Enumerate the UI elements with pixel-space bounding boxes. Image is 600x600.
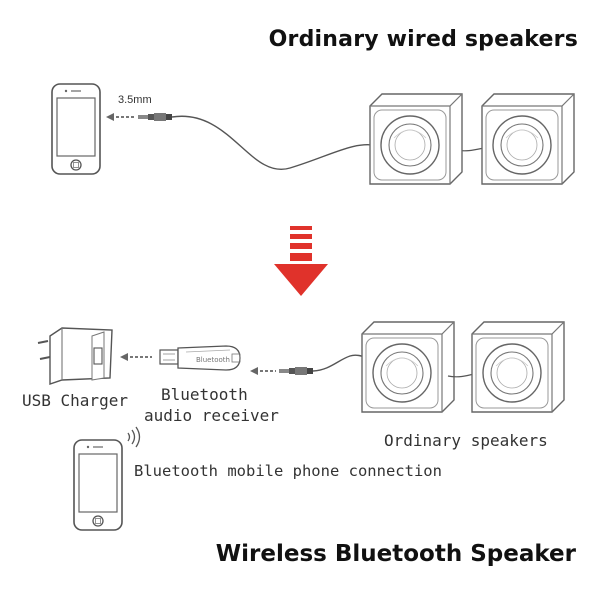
svg-text:Bluetooth: Bluetooth bbox=[196, 356, 230, 364]
jack-size-label: 3.5mm bbox=[118, 94, 152, 106]
bottom-phone-icon bbox=[73, 439, 123, 531]
top-left-speaker-icon bbox=[369, 93, 463, 185]
top-cable bbox=[171, 115, 379, 171]
usb-charger-label: USB Charger bbox=[22, 391, 128, 410]
down-arrow-icon bbox=[274, 226, 328, 296]
bluetooth-receiver-label-line2: audio receiver bbox=[144, 406, 279, 425]
top-phone-icon bbox=[51, 83, 101, 175]
phone-connection-label: Bluetooth mobile phone connection bbox=[134, 462, 442, 480]
top-jack-arrow-icon bbox=[106, 113, 134, 121]
bottom-right-speaker-icon bbox=[471, 321, 565, 413]
bluetooth-receiver-label-line1: Bluetooth bbox=[161, 385, 248, 404]
title-wired-speakers: Ordinary wired speakers bbox=[268, 27, 578, 52]
title-wireless-speaker: Wireless Bluetooth Speaker bbox=[215, 541, 576, 567]
usb-charger-icon bbox=[37, 327, 113, 385]
charger-arrow-icon bbox=[120, 353, 152, 361]
signal-waves-icon bbox=[127, 426, 141, 448]
top-right-speaker-icon bbox=[481, 93, 575, 185]
top-plug-icon bbox=[138, 113, 172, 121]
ordinary-speakers-label: Ordinary speakers bbox=[384, 431, 548, 450]
bluetooth-receiver-icon: Bluetooth bbox=[159, 345, 241, 371]
receiver-arrow-icon bbox=[250, 367, 276, 375]
bottom-plug-icon bbox=[279, 367, 313, 375]
bottom-cable bbox=[312, 354, 369, 372]
bottom-left-speaker-icon bbox=[361, 321, 455, 413]
